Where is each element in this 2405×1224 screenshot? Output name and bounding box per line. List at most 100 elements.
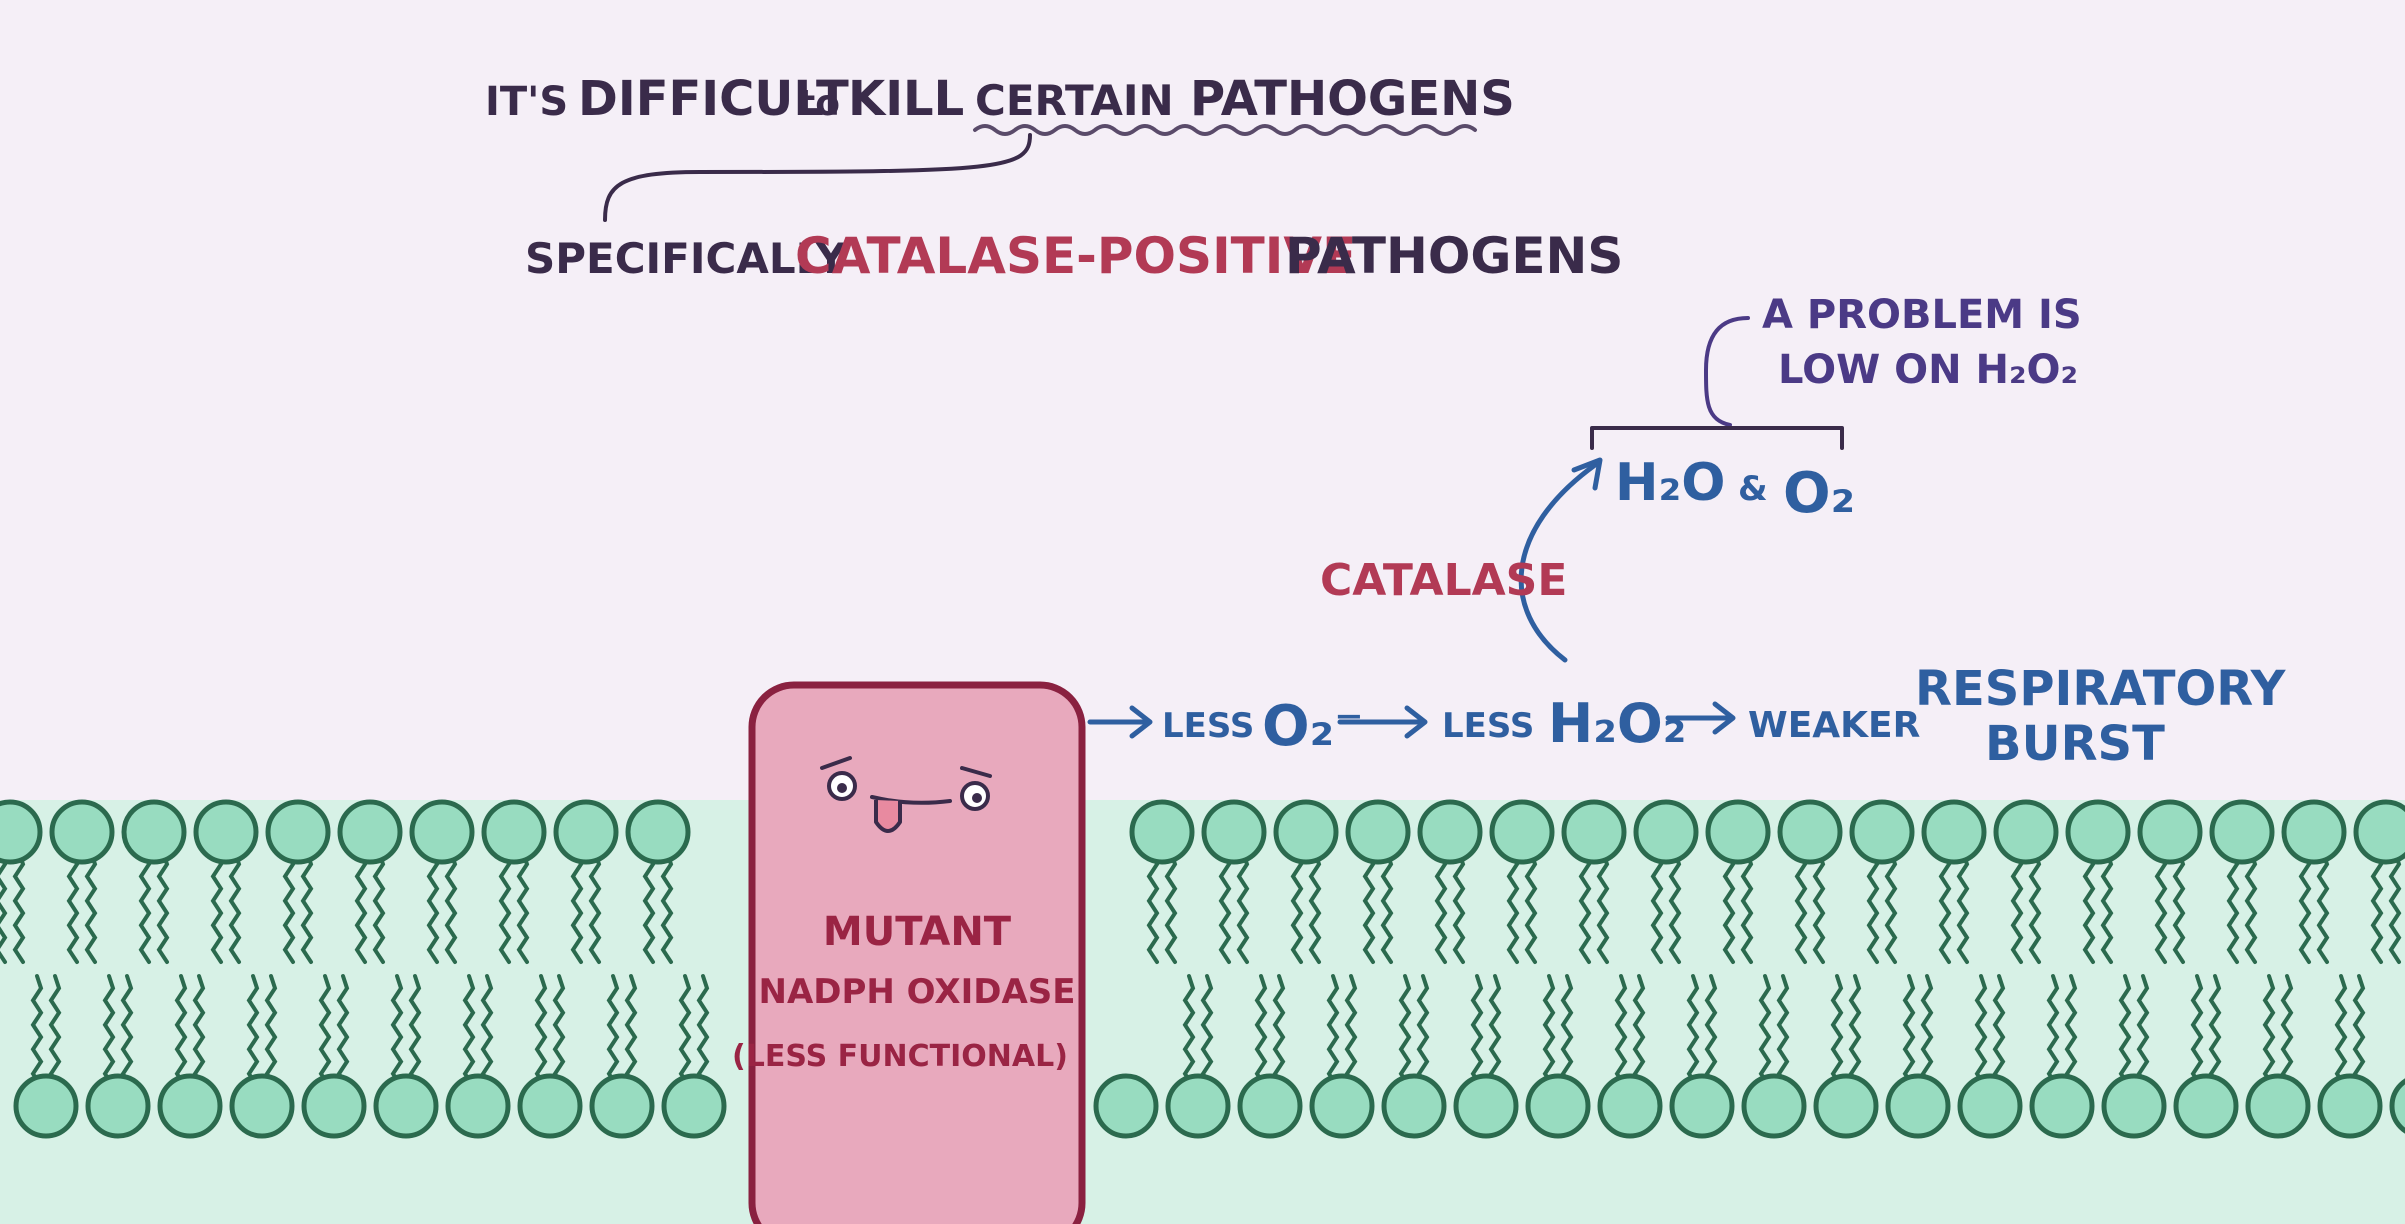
phospholipid-upper-head [265, 799, 331, 865]
phospholipid-upper-tail [570, 850, 584, 964]
phospholipid-lower-tail [1902, 974, 1916, 1088]
phospholipid-lower-tail [1470, 974, 1484, 1088]
chain-less-2: LESS [1442, 706, 1534, 746]
chain-superoxide: O₂⁻ [1262, 694, 1364, 759]
phospholipid-upper-head [1201, 799, 1267, 865]
mouth [870, 795, 952, 805]
phospholipid-lower-tail [318, 974, 332, 1088]
phospholipid-upper-head [1417, 799, 1483, 865]
phospholipid-lower-head [301, 1073, 367, 1139]
phospholipid-lower-tail [2046, 974, 2060, 1088]
phospholipid-upper-head [2065, 799, 2131, 865]
phospholipid-lower-head [2101, 1073, 2167, 1139]
phospholipid-upper-head [1993, 799, 2059, 865]
phospholipid-upper-tail [354, 850, 368, 964]
note-line1: A PROBLEM IS [1762, 292, 2082, 338]
subtitle-pathogens: PATHOGENS [1285, 227, 1623, 285]
protein-label-less-functional: (LESS FUNCTIONAL) [732, 1039, 1068, 1074]
phospholipid-lower-head [229, 1073, 295, 1139]
phospholipid-lower-tail [1614, 974, 1628, 1088]
phospholipid-upper-head [2137, 799, 2203, 865]
phospholipid-upper-head [481, 799, 547, 865]
phospholipid-upper-head [2209, 799, 2275, 865]
chain-weaker: WEAKER [1748, 705, 1920, 746]
phospholipid-lower-head [1093, 1073, 1159, 1139]
phospholipid-lower-tail [390, 974, 404, 1088]
phospholipid-lower-head [517, 1073, 583, 1139]
left-eyebrow [820, 756, 852, 770]
phospholipid-upper-tail [2100, 850, 2114, 964]
title-to: to [798, 83, 840, 124]
phospholipid-upper-tail [210, 850, 224, 964]
phospholipid-lower-tail [264, 974, 278, 1088]
product-ampersand: & [1738, 469, 1768, 509]
phospholipid-upper-head [2353, 799, 2405, 865]
phospholipid-lower-tail [2208, 974, 2222, 1088]
phospholipid-upper-tail [138, 850, 152, 964]
phospholipid-lower-head [1597, 1073, 1663, 1139]
chain-arrow-2 [1337, 705, 1428, 739]
phospholipid-upper-tail [1956, 850, 1970, 964]
phospholipid-lower-tail [1398, 974, 1412, 1088]
phospholipid-upper-tail [1578, 850, 1592, 964]
nadph-oxidase-protein: MUTANT NADPH OXIDASE (LESS FUNCTIONAL) [732, 681, 1086, 1224]
phospholipid-lower-head [1813, 1073, 1879, 1139]
phospholipid-upper-tail [1740, 850, 1754, 964]
phospholipid-upper-head [1921, 799, 1987, 865]
phospholipid-upper-head [1561, 799, 1627, 865]
phospholipid-lower-head [445, 1073, 511, 1139]
phospholipid-lower-tail [30, 974, 44, 1088]
phospholipid-lower-tail [1848, 974, 1862, 1088]
chain-h2o2: H₂O₂ [1548, 692, 1686, 755]
phospholipid-upper-tail [1794, 850, 1808, 964]
phospholipid-lower-tail [2334, 974, 2348, 1088]
phospholipid-lower-tail [408, 974, 422, 1088]
phospholipid-upper-tail [2316, 850, 2330, 964]
phospholipid-lower-head [1741, 1073, 1807, 1139]
phospholipid-upper-head [0, 799, 43, 865]
catalase-arrowhead [1571, 457, 1603, 491]
cytoplasm-region [0, 800, 2405, 1224]
phospholipid-lower-head [2173, 1073, 2239, 1139]
phospholipid-upper-tail [1884, 850, 1898, 964]
phospholipid-upper-head [553, 799, 619, 865]
phospholipid-lower-tail [1416, 974, 1430, 1088]
phospholipid-lower-tail [2190, 974, 2204, 1088]
phospholipid-lower-tail [1254, 974, 1268, 1088]
phospholipid-lower-tail [2280, 974, 2294, 1088]
phospholipid-upper-head [1633, 799, 1699, 865]
phospholipid-lower-tail [2136, 974, 2150, 1088]
phospholipid-upper-head [1345, 799, 1411, 865]
phospholipid-upper-tail [1866, 850, 1880, 964]
phospholipid-lower-head [2245, 1073, 2311, 1139]
phospholipid-lower-tail [1632, 974, 1646, 1088]
phospholipid-lower-head [2029, 1073, 2095, 1139]
tongue [874, 800, 902, 833]
phospholipid-lower-head [1237, 1073, 1303, 1139]
phospholipid-upper-tail [1668, 850, 1682, 964]
title-bracket [603, 133, 1032, 222]
phospholipid-upper-tail [1452, 850, 1466, 964]
phospholipid-lower-tail [1758, 974, 1772, 1088]
phospholipid-lower-tail [1704, 974, 1718, 1088]
phospholipid-upper-tail [2298, 850, 2312, 964]
phospholipid-upper-tail [2082, 850, 2096, 964]
phospholipid-lower-tail [462, 974, 476, 1088]
left-pupil [837, 783, 847, 793]
phospholipid-upper-head [2281, 799, 2347, 865]
phospholipid-upper-tail [498, 850, 512, 964]
phospholipid-lower-tail [1542, 974, 1556, 1088]
phospholipid-lower-head [2389, 1078, 2405, 1134]
phospholipid-lower-tail [534, 974, 548, 1088]
phospholipid-lower-tail [1686, 974, 1700, 1088]
phospholipid-upper-head [337, 799, 403, 865]
phospholipid-upper-head [1273, 799, 1339, 865]
phospholipid-upper-tail [1524, 850, 1538, 964]
phospholipid-upper-tail [84, 850, 98, 964]
phospholipid-upper-tail [1812, 850, 1826, 964]
phospholipid-lower-tail [2352, 974, 2366, 1088]
phospholipid-upper-tail [1506, 850, 1520, 964]
phospholipid-lower-tail [2118, 974, 2132, 1088]
phospholipid-lower-head [1453, 1073, 1519, 1139]
